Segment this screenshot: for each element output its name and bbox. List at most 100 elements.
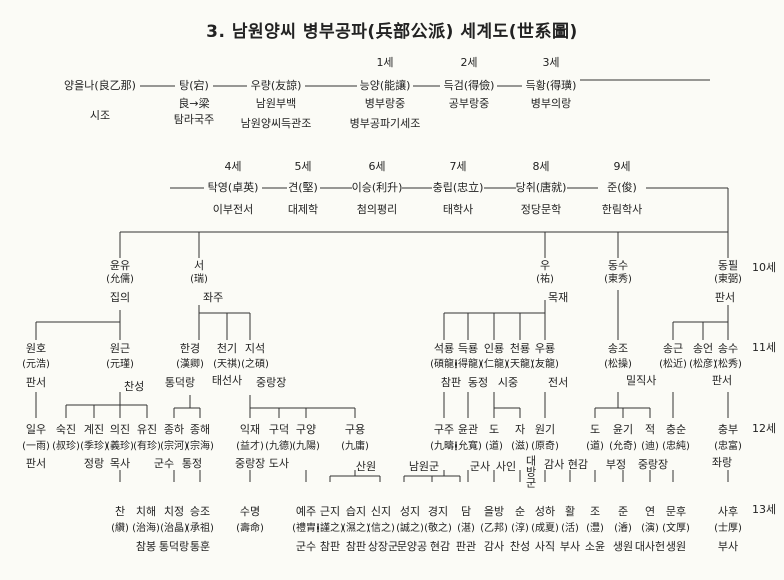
person-note: 중랑장 <box>256 376 287 389</box>
person-note: 판서 <box>25 376 47 389</box>
person-hanja: (誠之) <box>396 523 424 534</box>
person-note: 동정 <box>467 376 489 389</box>
person-hanja: (道) <box>586 441 604 452</box>
person-note: 대제학 <box>287 203 319 216</box>
person-name: 충순 <box>665 423 687 436</box>
person-note: 군수 <box>153 457 175 470</box>
gen-label: 11세 <box>752 341 777 354</box>
person-hanja: (謹之) <box>316 523 344 534</box>
gen-label: 1세 <box>376 56 394 69</box>
person-name: 인룡 <box>483 342 505 355</box>
person-name: 구양 <box>295 423 317 436</box>
person-note: 시조 <box>89 109 111 122</box>
person-note: 전서 <box>548 376 569 389</box>
person-name: 이승(利升) <box>351 181 403 194</box>
person-hanja: (敬之) <box>424 523 452 534</box>
person-note: 중랑장 <box>637 458 669 471</box>
person-note: 판서 <box>25 457 47 470</box>
person-hanja: (湛) <box>457 523 475 534</box>
person-name: 윤유 <box>109 259 131 272</box>
person-name: 동수 <box>607 259 629 272</box>
person-note: 소윤 <box>584 540 606 553</box>
gen-label: 5세 <box>294 160 312 173</box>
person-note: 시중 <box>497 376 519 389</box>
person-note: 중랑장 도사 <box>234 457 290 470</box>
person-note: 좌주 <box>203 291 224 304</box>
person-hanja: (滋) <box>511 441 529 452</box>
person-hanja: (天龍) <box>506 359 534 370</box>
person-note: 병부의랑 <box>530 97 572 110</box>
person-name: 충부 <box>717 423 739 436</box>
person-note: 상장군 <box>367 540 399 553</box>
person-name: 숙진 <box>55 423 77 436</box>
person-name: 의진 <box>109 423 131 436</box>
person-hanja: (一雨) <box>22 441 50 452</box>
person-hanja: (允奇) <box>609 441 637 452</box>
person-note: 사직 <box>534 540 556 553</box>
person-hanja: (松近) <box>659 359 687 370</box>
person-note: 좌랑 <box>711 456 733 469</box>
person-hanja: (季珍) <box>80 441 108 452</box>
person-name: 원기 <box>534 423 556 436</box>
person-name: 우량(友諒) <box>250 79 302 92</box>
person-name: 활 <box>564 505 576 518</box>
person-note: 통훈 <box>189 540 211 553</box>
person-name: 원호 <box>25 342 47 355</box>
person-name: 송조 <box>607 342 629 355</box>
person-hanja: (治晶) <box>160 523 188 534</box>
person-note: 첨의평리 <box>356 203 398 216</box>
person-note: 참판 <box>345 540 367 553</box>
person-name: 성하 <box>534 505 556 518</box>
person-name: 석룡 <box>433 342 455 355</box>
gen-label: 8세 <box>532 160 550 173</box>
person-hanja: (忠純) <box>662 441 690 452</box>
person-note: 사인 <box>495 460 517 473</box>
person-hanja: (壽命) <box>236 523 264 534</box>
person-hanja: (承祖) <box>186 523 214 534</box>
person-hanja: (東秀) <box>604 274 632 285</box>
person-note: 남원양씨득관조 <box>240 117 312 130</box>
person-hanja: (祐) <box>536 274 554 285</box>
person-name: 윤기 <box>612 423 634 436</box>
person-name: 습지 <box>345 505 367 518</box>
person-hanja: (叔珍) <box>52 441 80 452</box>
person-note: 부정 <box>605 458 627 471</box>
person-name: 문후 <box>665 505 687 518</box>
person-note: 대방군 <box>524 455 537 488</box>
person-note: 참판 <box>440 376 462 389</box>
person-name: 견(堅) <box>288 181 318 194</box>
person-name: 구덕 <box>268 423 290 436</box>
person-name: 치정 <box>163 505 185 518</box>
person-hanja: (仁龍) <box>480 359 508 370</box>
person-note: 현감 <box>429 540 451 553</box>
person-hanja: (士厚) <box>714 523 742 534</box>
gen-label: 7세 <box>449 160 467 173</box>
person-name: 일우 <box>25 423 47 436</box>
gen-label: 3세 <box>542 56 560 69</box>
person-note: 군수 <box>295 540 317 553</box>
person-name: 경지 <box>427 505 449 518</box>
person-note: 탐라국주 <box>173 113 215 126</box>
person-note: 참봉 <box>135 540 157 553</box>
person-hanja: (九庸) <box>341 441 369 452</box>
person-hanja: (淳) <box>511 523 529 534</box>
person-hanja: (益才) <box>236 441 264 452</box>
gen-label: 13세 <box>752 503 777 516</box>
person-name: 자 <box>514 423 526 436</box>
person-note: 군사 <box>469 460 491 473</box>
person-hanja: (之碩) <box>241 359 269 370</box>
person-note: 태선사 <box>211 374 243 387</box>
gen-label: 12세 <box>752 422 777 435</box>
person-hanja: (道) <box>485 441 503 452</box>
person-name: 송근 <box>662 342 684 355</box>
person-hanja: (友龍) <box>531 359 559 370</box>
person-name: 사후 <box>717 505 739 518</box>
person-note: 생원 <box>665 540 687 553</box>
person-name: 수명 <box>239 505 261 518</box>
person-hanja: (濕之) <box>342 523 370 534</box>
gen-label: 10세 <box>752 261 777 274</box>
person-name: 우 <box>539 259 551 272</box>
person-note: 판관 <box>455 540 477 553</box>
person-hanja: (瑞) <box>190 274 208 285</box>
person-note: 남원부백 <box>255 97 297 110</box>
